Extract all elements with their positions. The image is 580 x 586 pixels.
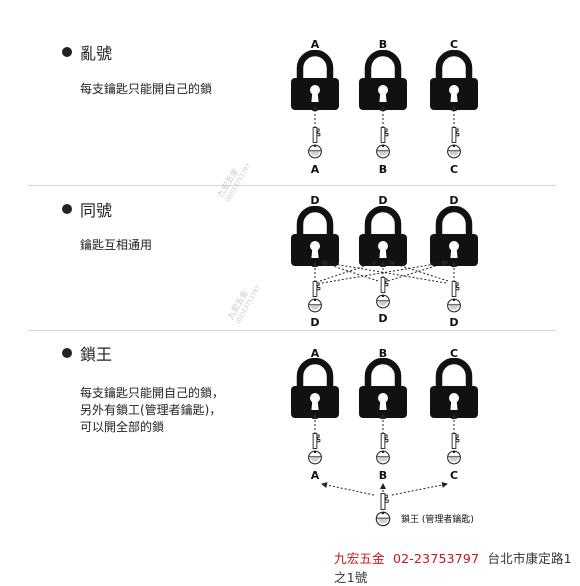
key-icon bbox=[375, 276, 391, 309]
padlock-icon bbox=[430, 209, 478, 266]
bullet-icon bbox=[62, 348, 72, 358]
key-icon bbox=[307, 126, 323, 159]
key-icon bbox=[446, 432, 462, 465]
footer-phone: 02-23753797 bbox=[393, 551, 480, 566]
lock-label: A bbox=[311, 347, 320, 360]
lock-label: D bbox=[449, 194, 458, 207]
bullet-icon bbox=[62, 47, 72, 57]
key-icon bbox=[307, 432, 323, 465]
key-icon bbox=[446, 126, 462, 159]
key-icon bbox=[375, 126, 391, 159]
key-label: D bbox=[378, 312, 387, 325]
padlock-icon bbox=[430, 361, 478, 418]
lock-label: B bbox=[379, 347, 387, 360]
key-label: D bbox=[310, 316, 319, 329]
divider bbox=[28, 330, 556, 331]
key-icon bbox=[446, 280, 462, 313]
watermark: 九宏五金 (02)23753797 bbox=[215, 162, 252, 203]
master-key-icon bbox=[375, 492, 391, 527]
padlock-icon bbox=[291, 361, 339, 418]
padlock-icon bbox=[359, 209, 407, 266]
section-title-text: 亂號 bbox=[80, 44, 113, 63]
padlock-icon bbox=[359, 361, 407, 418]
divider bbox=[28, 185, 556, 186]
section-title-master: 鎖王 bbox=[62, 341, 112, 365]
diagram-same: D D D D D D bbox=[291, 194, 478, 329]
key-label: B bbox=[379, 469, 387, 482]
padlock-icon bbox=[291, 53, 339, 110]
padlock-icon bbox=[291, 209, 339, 266]
key-label: A bbox=[311, 469, 320, 482]
key-label: A bbox=[311, 163, 320, 176]
key-label: B bbox=[379, 163, 387, 176]
watermark: 九宏五金 (02)23753797 bbox=[225, 284, 262, 325]
section-desc-master: 每支鑰匙只能開自己的鎖， 另外有鎖工(管理者鑰匙)， 可以開全部的鎖 bbox=[80, 386, 225, 434]
key-label: C bbox=[450, 163, 458, 176]
footer-brand: 九宏五金 bbox=[334, 551, 385, 566]
section-title-text: 同號 bbox=[80, 201, 113, 220]
lock-label: D bbox=[378, 194, 387, 207]
lock-label: A bbox=[311, 38, 320, 51]
padlock-icon bbox=[359, 53, 407, 110]
padlock-icon bbox=[430, 53, 478, 110]
lock-label: D bbox=[310, 194, 319, 207]
lock-label: B bbox=[379, 38, 387, 51]
section-title-text: 鎖王 bbox=[80, 345, 113, 364]
key-label: D bbox=[449, 316, 458, 329]
lock-label: C bbox=[450, 347, 458, 360]
section-desc-random: 每支鑰匙只能開自己的鎖 bbox=[80, 82, 213, 96]
lock-label: C bbox=[450, 38, 458, 51]
key-icon bbox=[307, 280, 323, 313]
diagram-random: A B C A B C bbox=[291, 38, 478, 176]
bullet-icon bbox=[62, 204, 72, 214]
section-desc-same: 鑰匙互相通用 bbox=[80, 238, 153, 252]
key-label: C bbox=[450, 469, 458, 482]
section-title-same: 同號 bbox=[62, 197, 112, 221]
section-title-random: 亂號 bbox=[62, 40, 112, 64]
key-icon bbox=[375, 432, 391, 465]
diagram-master: A B C A B C 鎖王 (管理者鑰匙) bbox=[291, 347, 478, 527]
master-key-label: 鎖王 (管理者鑰匙) bbox=[401, 513, 474, 525]
